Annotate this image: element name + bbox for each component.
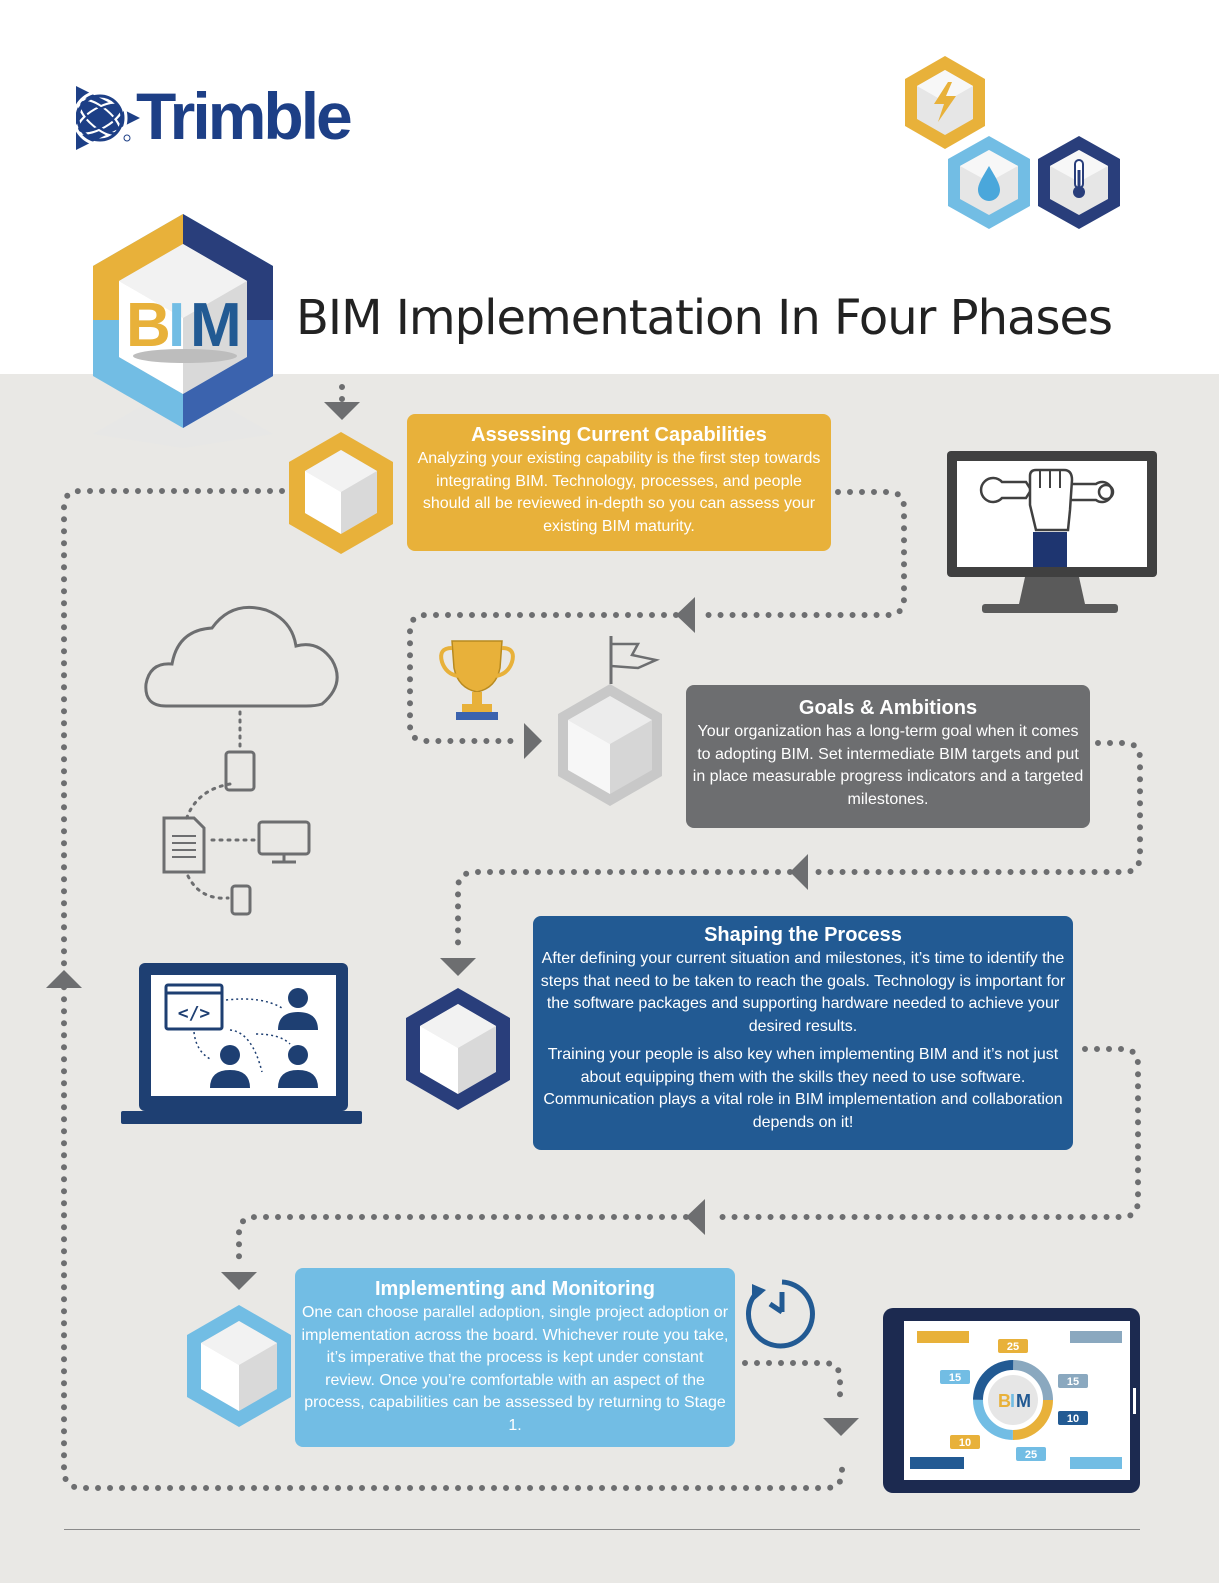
phase-2-hexagon-icon [558,684,662,806]
phase-4-card: Implementing and Monitoring One can choo… [295,1268,735,1447]
laptop-collaboration-icon: </> [121,963,362,1124]
tablet-bim-m: M [1016,1391,1031,1411]
phase-1-title: Assessing Current Capabilities [471,424,767,446]
flag-icon [609,636,661,684]
brand-name: Trimble [136,79,353,153]
tablet-badge-right-bottom: 10 [1067,1413,1079,1425]
water-drop-icon [948,136,1030,229]
bim-letter-i: I [168,291,185,360]
phase-1-text: Analyzing your existing capability is th… [417,450,821,535]
page-title: BIM Implementation In Four Phases [296,290,1113,346]
phase-3-title: Shaping the Process [704,924,902,946]
bim-letter-m: M [190,291,242,360]
phase-3-text-2: Training your people is also key when im… [543,1046,1063,1131]
tablet-badge-left-bottom: 10 [959,1437,971,1449]
phase-3-text-1: After defining your current situation an… [540,950,1066,1035]
phase-1-hexagon-icon [289,432,393,554]
phase-2-title: Goals & Ambitions [798,697,978,719]
lightning-icon [905,56,985,149]
monitor-wrench-icon [947,451,1157,613]
flow-path [61,384,1143,1491]
trophy-icon [439,640,515,720]
phase-4-hexagon-icon [187,1305,291,1427]
tablet-badge-bottom: 25 [1025,1449,1037,1461]
phase-2-card: Goals & Ambitions Your organization has … [686,685,1090,828]
phase-1-card: Assessing Current Capabilities Analyzing… [407,414,831,551]
tablet-badge-top: 25 [1007,1341,1019,1353]
tablet-dashboard-icon: B I M 25 15 15 10 10 25 [883,1308,1140,1493]
tablet-bim-b: B [998,1391,1011,1411]
code-symbol: </> [178,1003,211,1024]
cloud-devices-icon [144,605,339,916]
globe-icon [72,86,140,150]
footer-divider [64,1529,1140,1530]
timer-icon [745,1279,815,1349]
tablet-bim-i: I [1010,1391,1015,1411]
phase-3-hexagon-icon [406,988,510,1110]
bim-letter-b: B [126,291,171,360]
phase-3-card: Shaping the Process After defining your … [533,916,1073,1150]
bim-hexagon-icon: B I M [93,214,273,448]
phase-2-text: Your organization has a long-term goal w… [692,723,1084,808]
tablet-badge-right-top: 15 [1067,1376,1079,1388]
tablet-badge-left-top: 15 [949,1372,961,1384]
phase-4-text: One can choose parallel adoption, single… [301,1304,729,1434]
thermometer-icon [1038,136,1120,229]
flow-arrows [46,402,859,1436]
phase-4-title: Implementing and Monitoring [375,1278,655,1300]
